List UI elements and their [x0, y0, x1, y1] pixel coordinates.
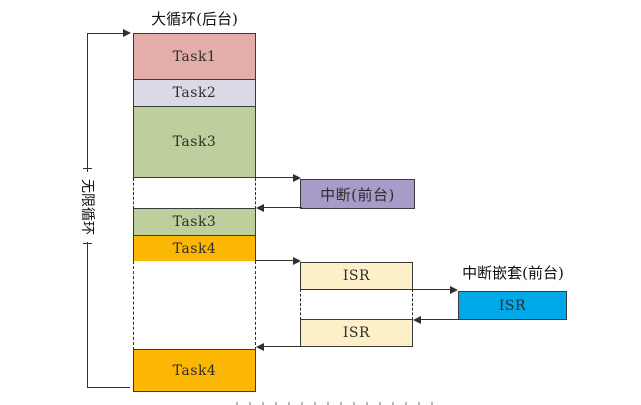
arrowhead-interrupt-return-icon — [256, 204, 264, 212]
interrupt-block: 中断(前台) — [300, 179, 415, 209]
isr-gap — [300, 289, 413, 320]
task3-second-label: Task3 — [172, 214, 217, 230]
task2-block: Task2 — [133, 79, 256, 107]
task4-block-second: Task4 — [133, 349, 256, 392]
line-interrupt-return — [261, 207, 302, 208]
line-isr2-return — [262, 346, 302, 347]
isr2-block: ISR — [300, 319, 413, 347]
isr2-label: ISR — [342, 325, 371, 341]
nested-isr-block: ISR — [458, 291, 567, 320]
line-task3-to-interrupt — [255, 177, 295, 178]
interrupt-label: 中断(前台) — [320, 185, 395, 204]
task1-label: Task1 — [172, 48, 217, 65]
main-loop-title: 大循环(后台) — [151, 10, 238, 28]
loop-top-line — [87, 33, 124, 34]
task4-first-label: Task4 — [172, 240, 217, 257]
column-gap-isr — [133, 261, 256, 350]
task4-second-label: Task4 — [172, 362, 217, 379]
arrowhead-to-nested-icon — [450, 286, 458, 294]
loop-tick-top — [83, 168, 92, 169]
arrowhead-to-interrupt-icon — [293, 174, 301, 182]
task3-first-label: Task3 — [172, 134, 217, 150]
nested-isr-label: ISR — [498, 297, 527, 314]
isr1-block: ISR — [300, 262, 413, 290]
column-gap-interrupt — [133, 178, 256, 209]
infinite-loop-label: 无限循环 — [79, 172, 95, 242]
task3-block-first: Task3 — [133, 106, 256, 178]
line-isr1-to-nested — [300, 289, 452, 290]
loop-bottom-line — [87, 387, 130, 388]
task4-block-first: Task4 — [133, 235, 256, 262]
isr1-label: ISR — [342, 268, 371, 284]
arrowhead-isr2-return-icon — [256, 343, 264, 351]
arrowhead-nested-return-icon — [413, 316, 421, 324]
line-nested-return — [420, 319, 458, 320]
line-task4-to-isr1 — [255, 260, 295, 261]
task1-block: Task1 — [133, 33, 256, 80]
clipped-caption-fragment — [236, 402, 436, 405]
loop-tick-bottom — [83, 243, 92, 244]
task3-block-second: Task3 — [133, 208, 256, 236]
nested-interrupt-title: 中断嵌套(前台) — [462, 264, 564, 282]
task2-label: Task2 — [172, 85, 217, 101]
arrowhead-to-isr1-icon — [293, 257, 301, 265]
loop-entry-arrowhead-icon — [123, 29, 131, 37]
